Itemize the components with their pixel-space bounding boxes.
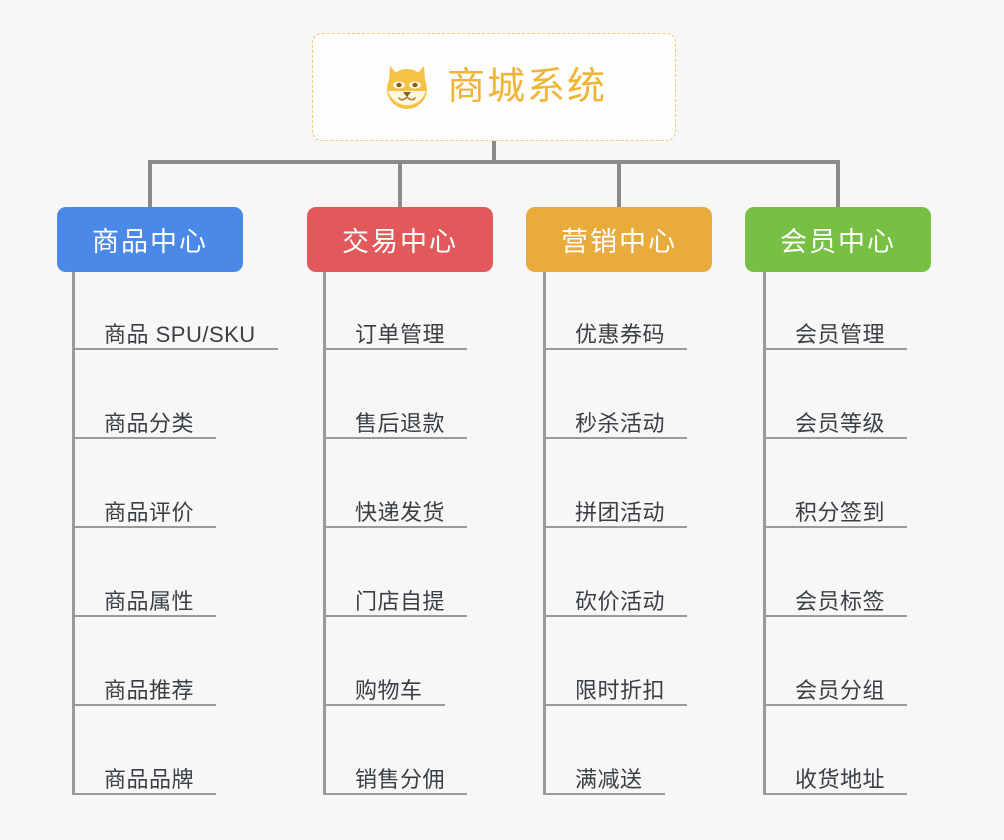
leaf-item[interactable]: 购物车 [323,676,445,706]
leaf-label: 快递发货 [355,500,446,525]
leaf-item[interactable]: 砍价活动 [543,587,688,617]
leaf-label: 秒杀活动 [575,411,666,436]
connector-horizontal-bus [148,160,836,164]
leaf-label: 积分签到 [795,500,886,525]
leaf-item[interactable]: 积分签到 [763,498,908,528]
leaf-label: 砍价活动 [575,589,666,614]
leaf-label: 商品分类 [104,411,195,436]
leaf-item[interactable]: 商品 SPU/SKU [72,320,278,350]
leaf-item[interactable]: 满减送 [543,765,665,795]
category-title: 商品中心 [92,227,208,257]
leaf-item[interactable]: 拼团活动 [543,498,688,528]
leaf-label: 会员分组 [795,678,886,703]
shiba-dog-emoji [381,61,433,113]
leaf-label: 商品推荐 [104,678,195,703]
leaf-item[interactable]: 会员标签 [763,587,908,617]
leaf-label: 会员管理 [795,322,886,347]
leaf-item[interactable]: 会员管理 [763,320,908,350]
category-header-marketing[interactable]: 营销中心 [526,207,712,272]
category-title: 交易中心 [342,227,458,257]
leaf-item[interactable]: 会员分组 [763,676,908,706]
leaf-item[interactable]: 订单管理 [323,320,468,350]
root-title: 商城系统 [446,66,607,108]
leaf-label: 购物车 [355,678,423,703]
leaf-label: 会员等级 [795,411,886,436]
leaf-item[interactable]: 商品品牌 [72,765,217,795]
leaf-label: 商品品牌 [104,767,195,792]
leaf-item[interactable]: 商品分类 [72,409,217,439]
leaf-item[interactable]: 限时折扣 [543,676,688,706]
category-title: 会员中心 [780,227,896,257]
connector-root-stem [492,141,496,164]
root-node[interactable]: 商城系统 [312,33,676,141]
connector-drop-3 [617,160,621,208]
leaf-label: 门店自提 [355,589,446,614]
branch-spine [763,272,766,793]
leaf-label: 优惠券码 [575,322,666,347]
leaf-label: 订单管理 [355,322,446,347]
category-header-member[interactable]: 会员中心 [745,207,931,272]
leaf-label: 满减送 [575,767,643,792]
leaf-item[interactable]: 商品评价 [72,498,217,528]
leaf-item[interactable]: 售后退款 [323,409,468,439]
leaf-item[interactable]: 销售分佣 [323,765,468,795]
leaf-item[interactable]: 商品推荐 [72,676,217,706]
leaf-label: 拼团活动 [575,500,666,525]
leaf-label: 售后退款 [355,411,446,436]
branch-spine [323,272,326,793]
leaf-label: 销售分佣 [355,767,446,792]
leaf-item[interactable]: 门店自提 [323,587,468,617]
leaf-item[interactable]: 秒杀活动 [543,409,688,439]
category-header-product[interactable]: 商品中心 [57,207,243,272]
branch-spine [543,272,546,793]
category-header-trade[interactable]: 交易中心 [307,207,493,272]
connector-drop-4 [836,160,840,208]
leaf-label: 商品属性 [104,589,195,614]
leaf-item[interactable]: 快递发货 [323,498,468,528]
leaf-item[interactable]: 收货地址 [763,765,908,795]
leaf-item[interactable]: 商品属性 [72,587,217,617]
leaf-label: 限时折扣 [575,678,666,703]
branch-spine [72,272,75,793]
leaf-label: 商品 SPU/SKU [104,322,256,347]
leaf-item[interactable]: 优惠券码 [543,320,688,350]
leaf-label: 商品评价 [104,500,195,525]
connector-drop-2 [398,160,402,208]
leaf-label: 会员标签 [795,589,886,614]
leaf-item[interactable]: 会员等级 [763,409,908,439]
category-title: 营销中心 [561,227,677,257]
connector-drop-1 [148,160,152,208]
leaf-label: 收货地址 [795,767,886,792]
